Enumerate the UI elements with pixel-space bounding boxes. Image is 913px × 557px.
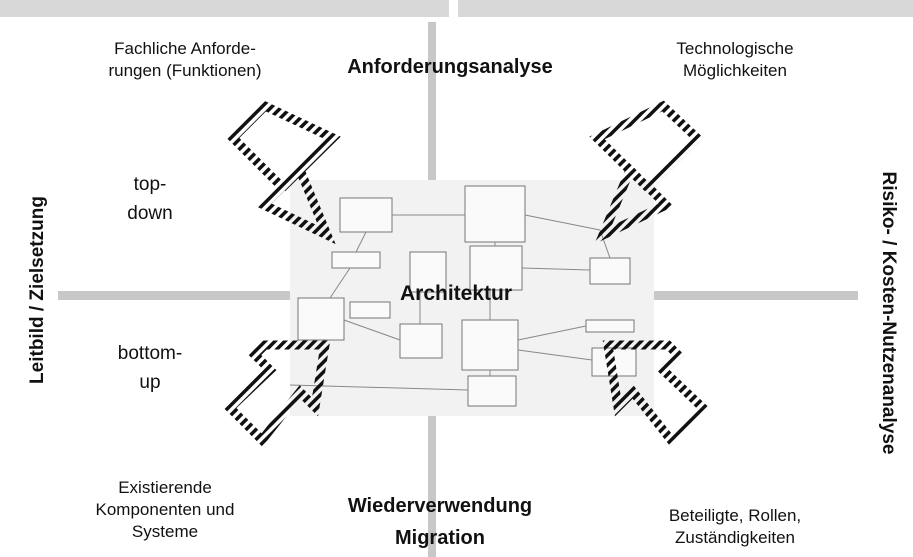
header-bar-left [0,0,455,17]
corner-bottom-right: Beteiligte, Rollen, Zuständigkeiten [668,506,802,547]
right-side-title: Risiko- / Kosten-Nutzenanalyse [878,171,899,455]
top-down-label: top- down [127,174,173,224]
bottom-left-arrow [223,340,331,447]
top-left-arrow [226,100,341,245]
bottom-title-line2: Migration [395,527,485,549]
bottom-right-arrow [602,340,710,447]
bottom-title-line1: Wiederverwendung [347,495,533,517]
bottom-up-label: bottom- up [117,343,183,393]
corner-bottom-left: Existierende Komponenten und Systeme [95,478,235,541]
header-gap [449,0,458,17]
corner-top-right: Technologische Möglichkeiten [676,39,794,80]
left-side-title: Leitbild / Zielsetzung [27,196,48,384]
top-right-arrow [589,100,704,245]
header-bar-right [458,0,913,17]
uml-diagram-image [289,180,654,416]
top-title: Anforderungsanalyse [347,56,553,78]
center-title: Architektur [400,282,513,305]
corner-top-left: Fachliche Anforde- rungen (Funktionen) [108,39,262,80]
